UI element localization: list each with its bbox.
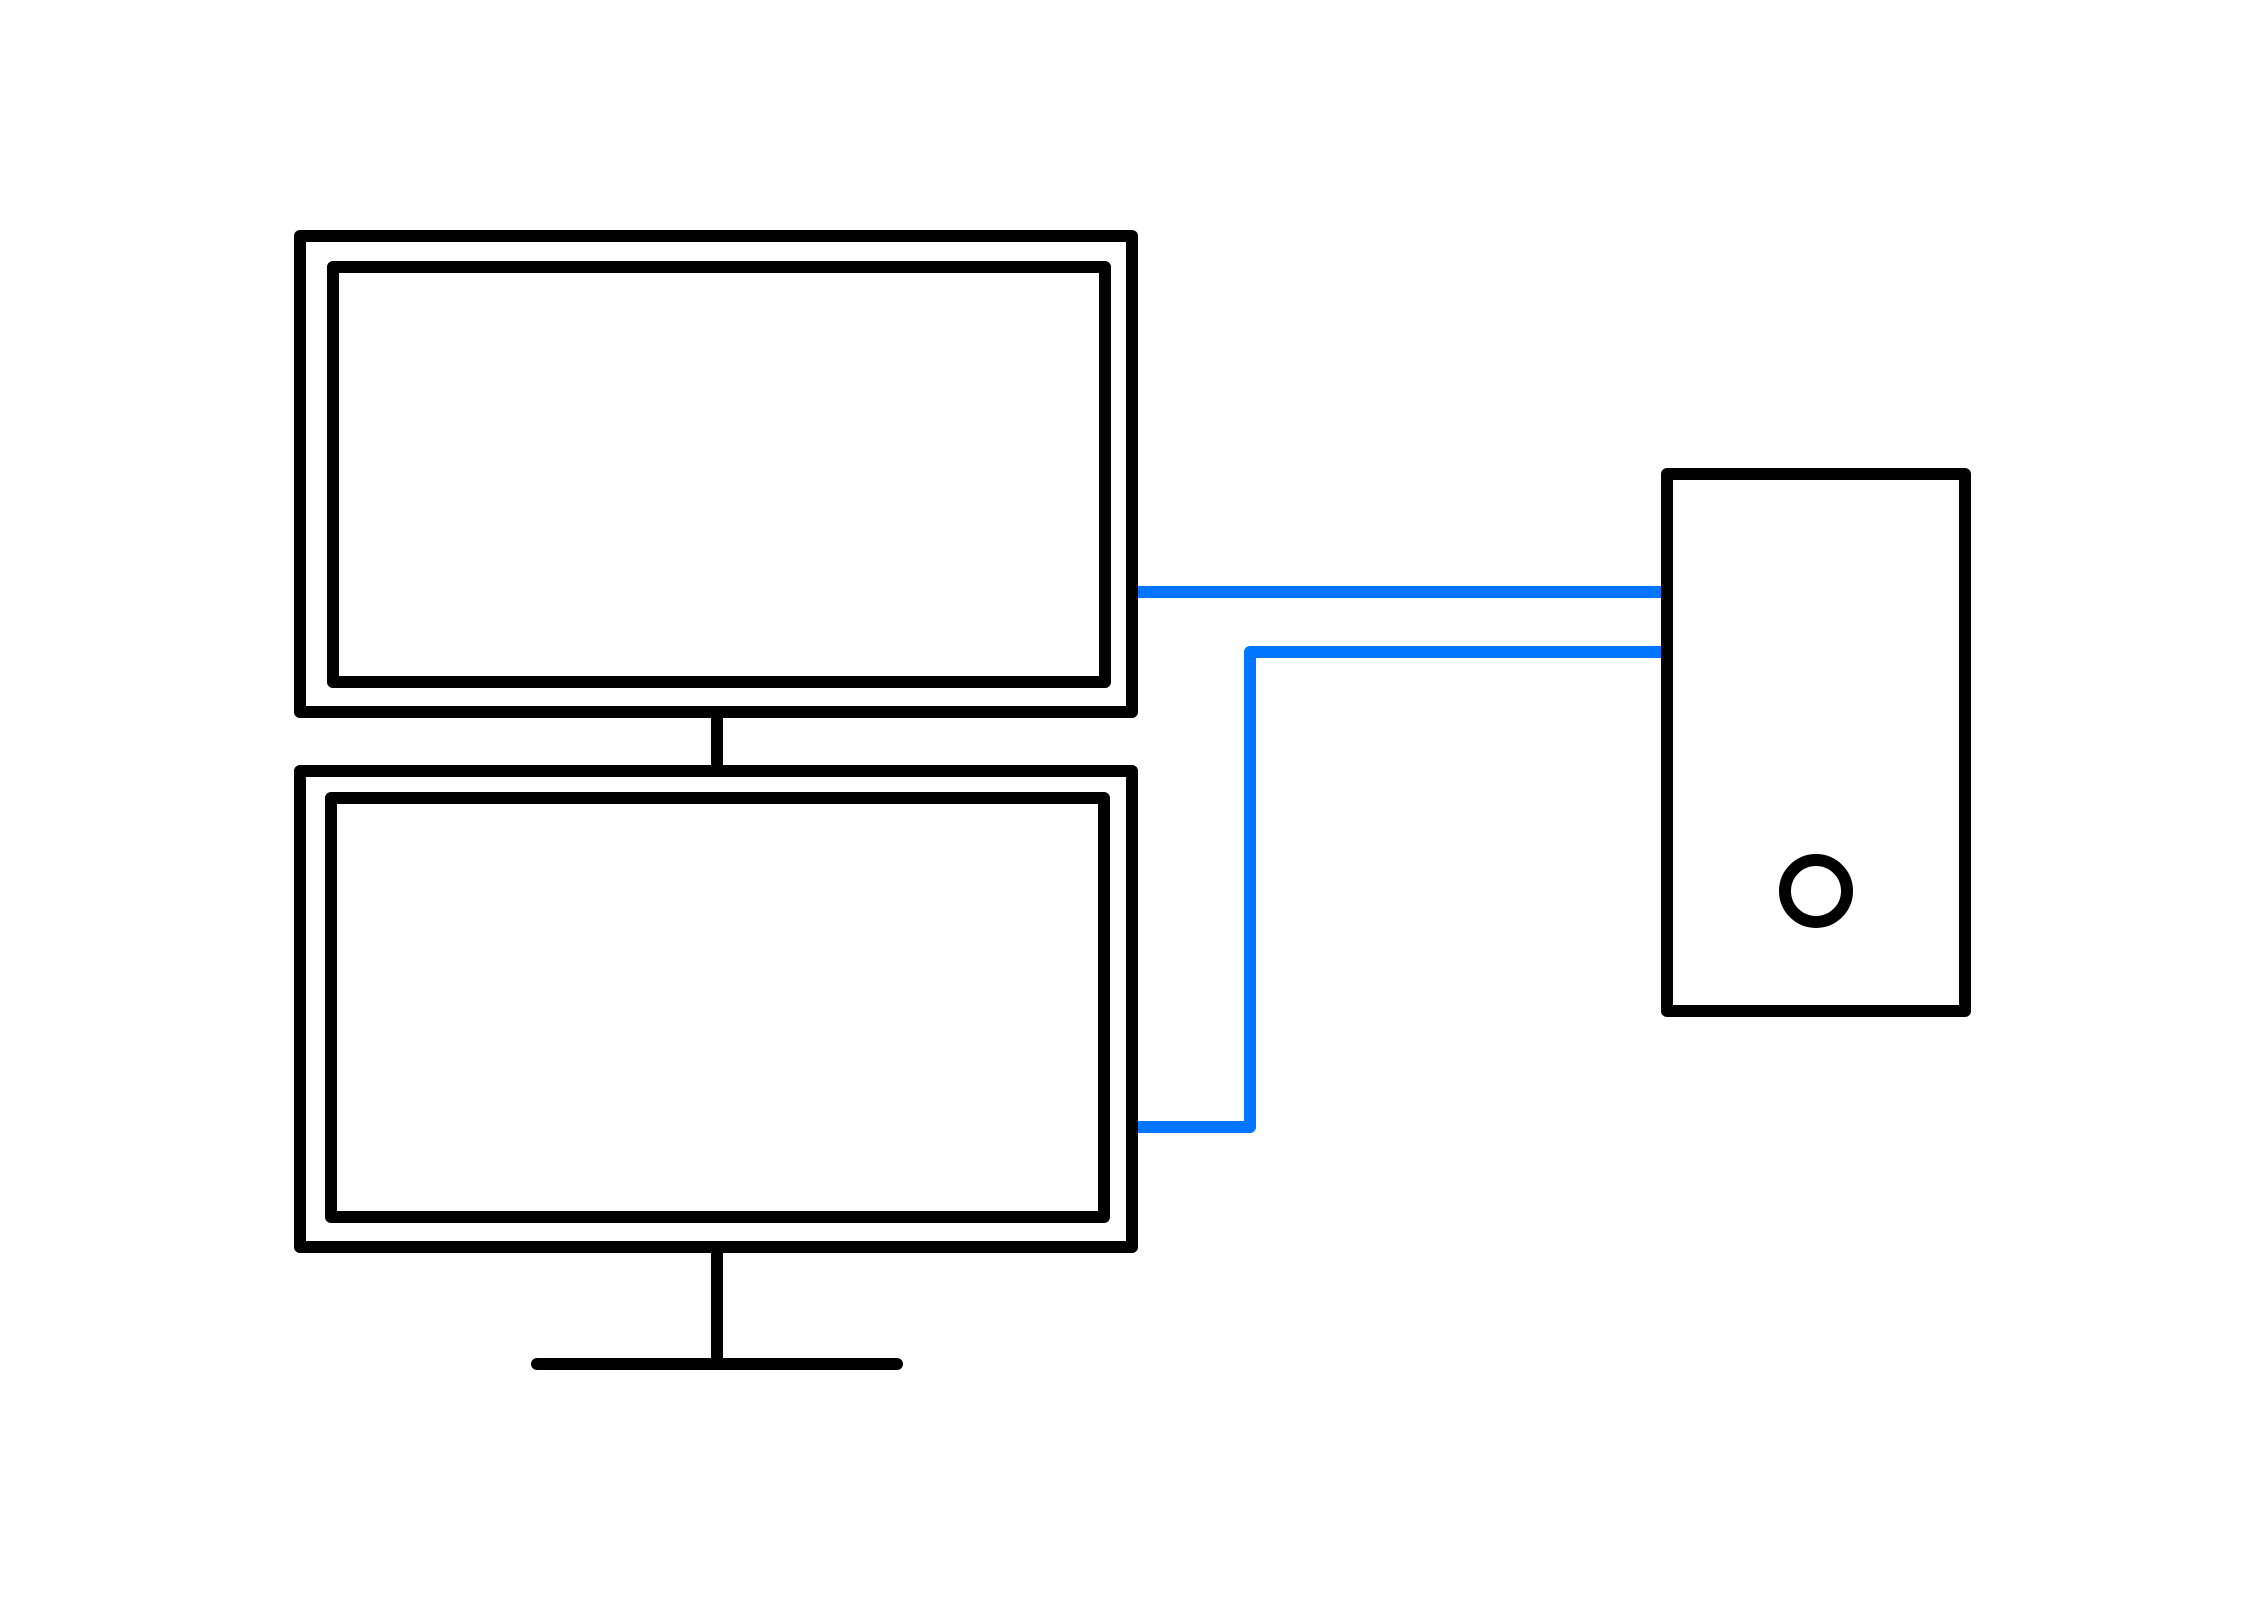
power-button-icon bbox=[1779, 854, 1853, 928]
bottom-monitor-bezel bbox=[294, 765, 1138, 1253]
top-monitor-screen bbox=[327, 261, 1111, 688]
bottom-monitor-screen bbox=[325, 792, 1110, 1223]
bottom-monitor bbox=[294, 765, 1138, 1253]
computer-tower bbox=[1661, 468, 1971, 1017]
tower-case bbox=[1661, 468, 1971, 1017]
monitor-stand bbox=[531, 1247, 903, 1370]
top-monitor bbox=[294, 230, 1138, 718]
cable-bottom-monitor-to-tower bbox=[1132, 646, 1667, 1133]
cables bbox=[1132, 586, 1667, 1133]
top-monitor-bezel bbox=[294, 230, 1138, 718]
